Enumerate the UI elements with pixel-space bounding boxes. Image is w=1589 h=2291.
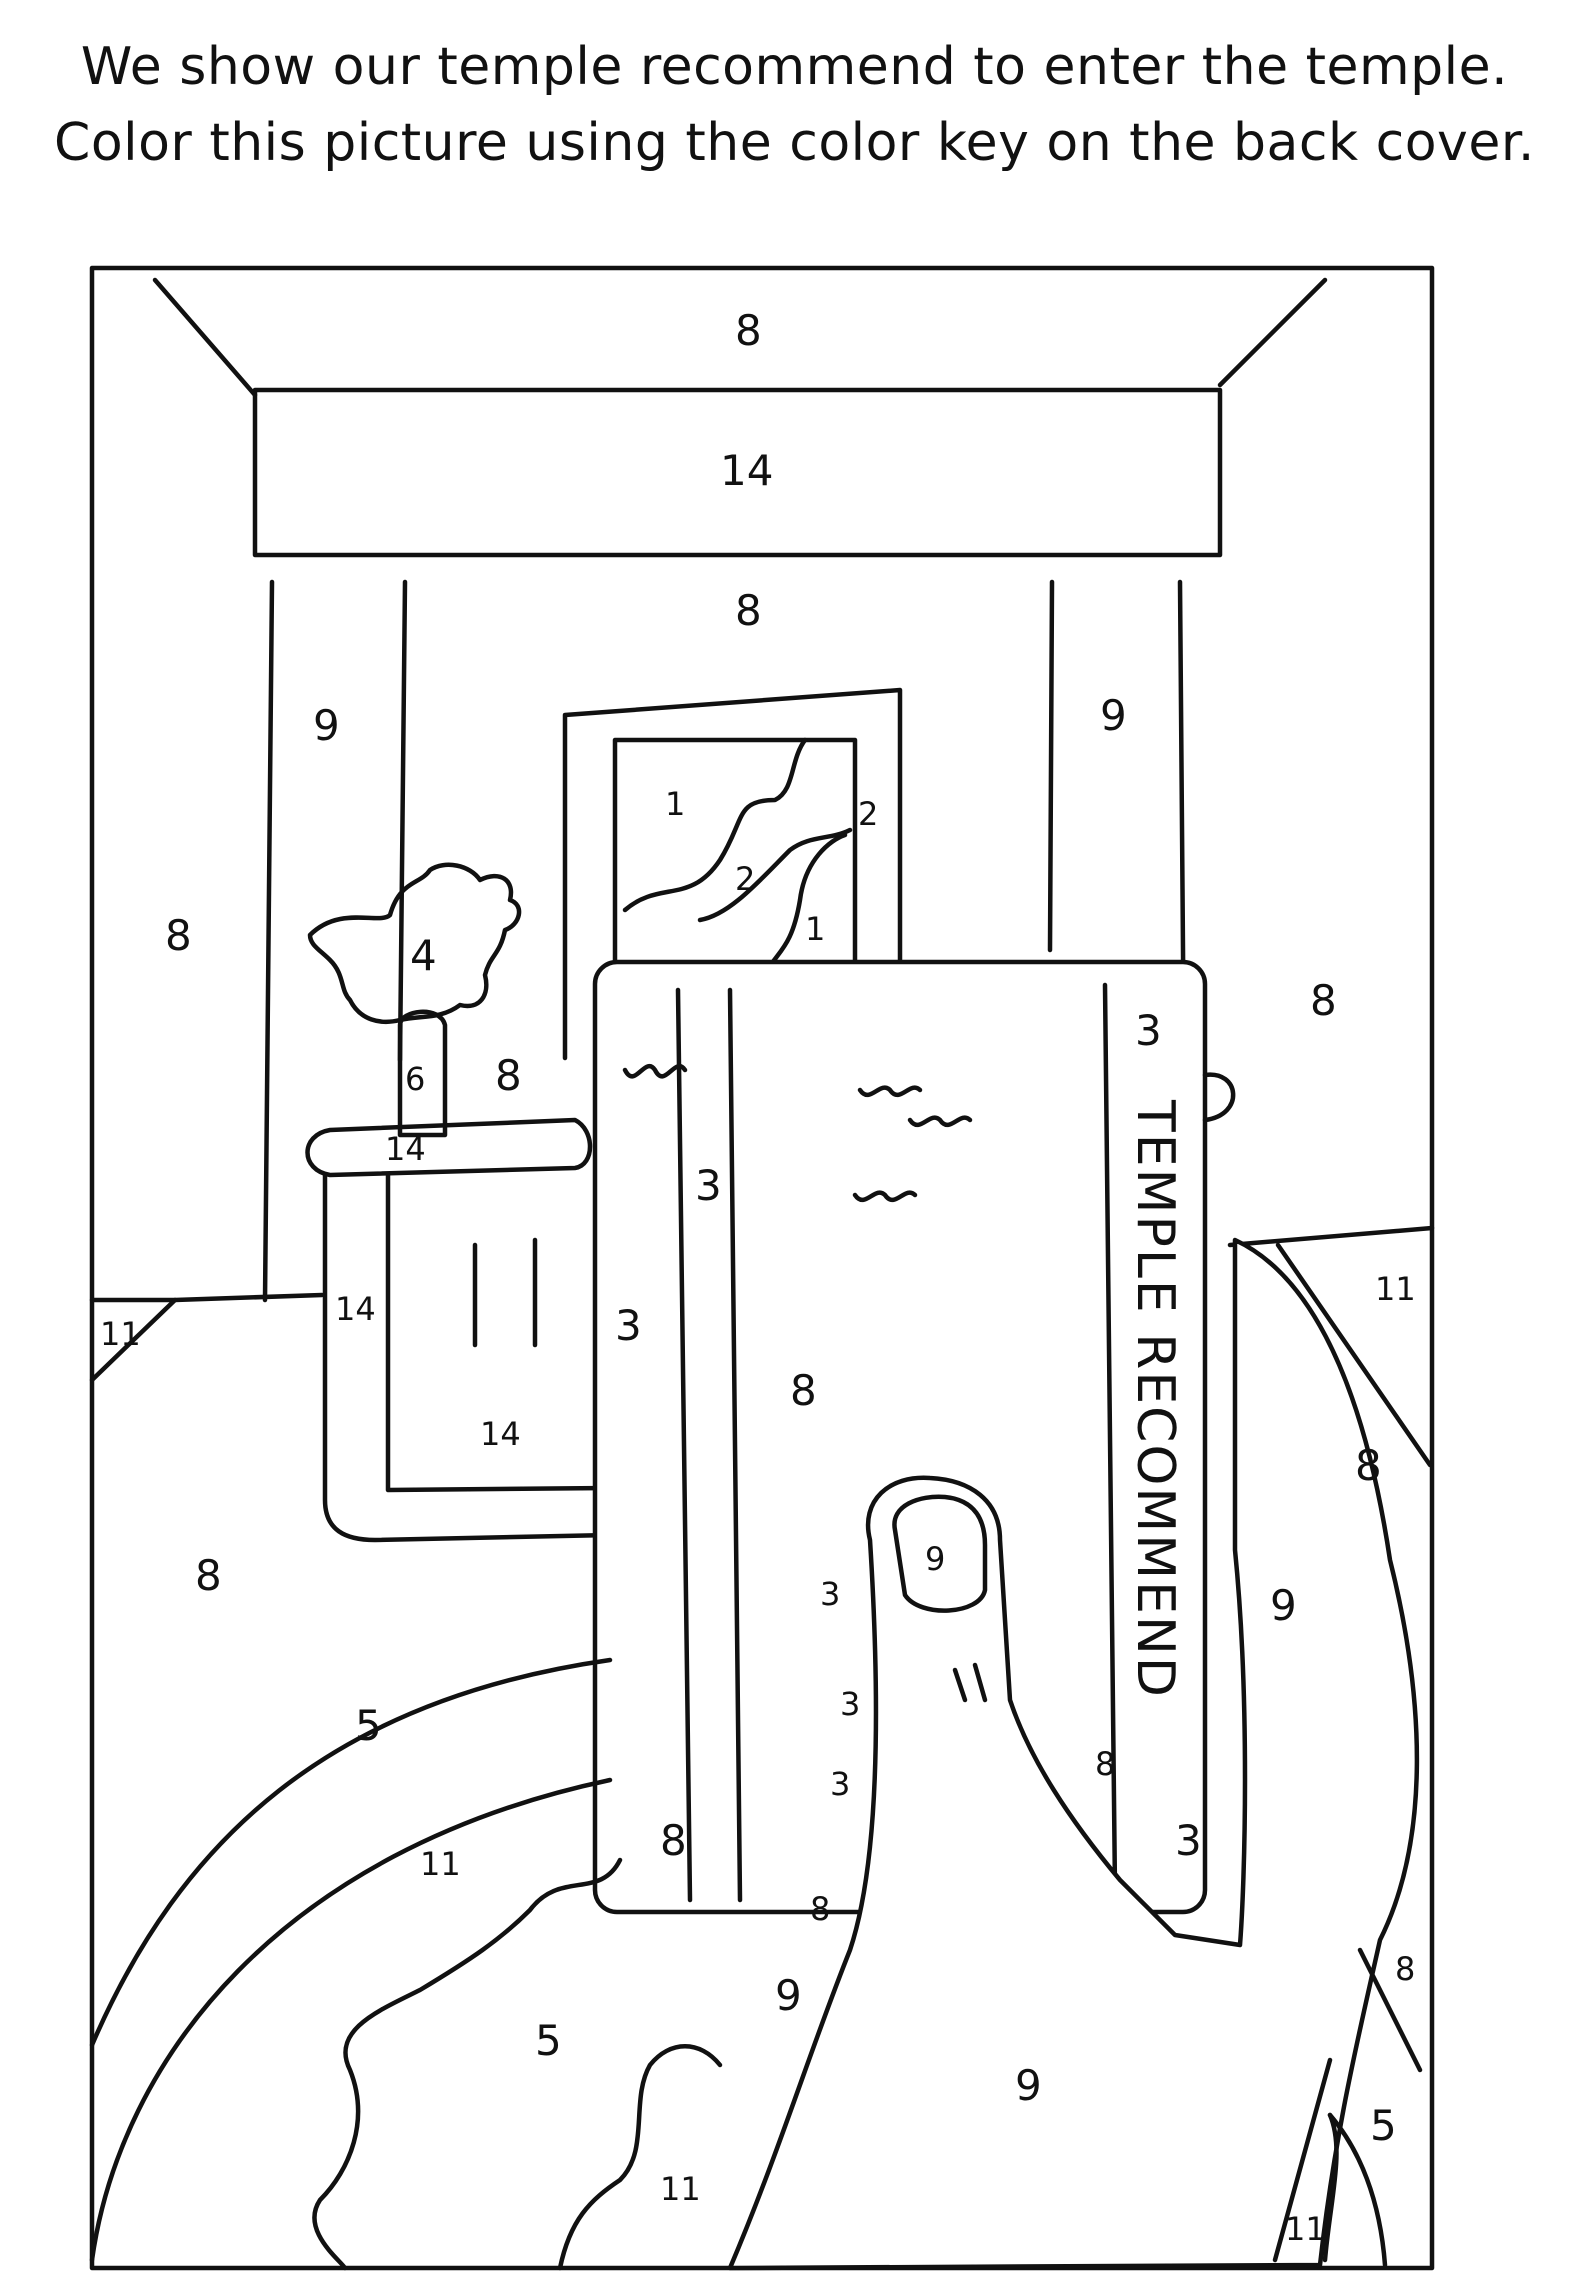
rug-pattern <box>312 1857 623 2271</box>
num-8-card-bottom: 8 <box>810 1890 830 1928</box>
num-8-corner: 8 <box>1395 1950 1415 1988</box>
table-top <box>305 1117 593 1178</box>
num-8-behind: 8 <box>495 1051 522 1100</box>
num-9-wrist: 9 <box>775 1971 802 2020</box>
card-scribble-a <box>622 1064 688 1079</box>
card-stripe-1 <box>675 987 693 1903</box>
num-9-thumbnail: 9 <box>925 1540 945 1578</box>
num-3-card-top: 3 <box>1135 1006 1162 1055</box>
num-2-window-b: 2 <box>735 860 755 898</box>
num-2-window: 2 <box>858 795 878 833</box>
num-5-corner: 5 <box>1370 2101 1397 2150</box>
num-5-bottom: 5 <box>535 2016 562 2065</box>
num-3-fold-b: 3 <box>840 1685 860 1723</box>
num-14-table-bottom: 14 <box>480 1415 521 1453</box>
thumbnail <box>892 1494 988 1613</box>
num-1-window: 1 <box>665 785 685 823</box>
window-frame <box>562 687 903 1061</box>
num-14-table-top: 14 <box>385 1130 426 1168</box>
num-14-lintel: 14 <box>720 446 773 495</box>
num-11-bottom: 11 <box>660 2170 701 2208</box>
num-6-pot: 6 <box>405 1060 425 1098</box>
plant-pot <box>397 1009 448 1138</box>
table-drawer <box>385 1172 613 1493</box>
num-8-right-wall: 8 <box>1310 976 1337 1025</box>
left-column-inner <box>397 579 408 1063</box>
floor-line-right <box>1227 1225 1435 1248</box>
card-scribble-d <box>852 1190 918 1203</box>
num-14-table-side: 14 <box>335 1290 376 1328</box>
rug-edge-inner <box>89 1777 613 2263</box>
floor-diag-right <box>1275 1242 1433 1468</box>
ceiling-line-right <box>1217 277 1328 388</box>
rug-edge-outer <box>89 1657 613 2048</box>
rug-pattern-2 <box>557 2044 723 2271</box>
floor-corner-right <box>1327 2112 1388 2268</box>
window-tree <box>622 737 808 913</box>
plant-leaves <box>307 862 522 1025</box>
floor-diag-bottom-right <box>1272 2057 1333 2263</box>
ceiling-line-left <box>152 277 258 398</box>
card-stripe-2 <box>727 987 743 1903</box>
hand <box>727 1237 1420 2271</box>
num-8-card-bottom-left: 8 <box>660 1816 687 1865</box>
right-column-inner <box>1047 579 1055 953</box>
num-3-card-bottom: 3 <box>1175 1816 1202 1865</box>
num-9-right-column: 9 <box>1100 691 1127 740</box>
num-3-card-left: 3 <box>615 1301 642 1350</box>
card-clip <box>1202 1072 1236 1123</box>
num-8-hand-right: 8 <box>1355 1441 1382 1490</box>
left-column-outer <box>262 579 275 1303</box>
num-3-fold-c: 3 <box>830 1765 850 1803</box>
card-scribble-b <box>857 1085 923 1098</box>
card-scribble-c <box>907 1115 973 1128</box>
floor-line-left <box>89 1292 325 1303</box>
num-8-card-mid: 8 <box>790 1366 817 1415</box>
num-11-left: 11 <box>420 1845 461 1883</box>
num-9-left-column: 9 <box>313 701 340 750</box>
num-8-left-wall: 8 <box>165 911 192 960</box>
num-5-left: 5 <box>355 1701 382 1750</box>
card-title: TEMPLE RECOMMEND <box>1125 1099 1185 1699</box>
num-11-desk: 11 <box>100 1315 141 1353</box>
num-8-lintel: 8 <box>735 586 762 635</box>
num-11-floor-right: 11 <box>1375 1270 1416 1308</box>
num-9-hand-side: 9 <box>1270 1581 1297 1630</box>
num-8-top: 8 <box>735 306 762 355</box>
card-stripe-3 <box>1102 982 1118 1893</box>
caption-line-2: Color this picture using the color key o… <box>54 113 1535 173</box>
palm-line <box>1357 1947 1423 2073</box>
num-4-plant: 4 <box>410 931 437 980</box>
num-3-card-stripe: 3 <box>695 1161 722 1210</box>
knuckle-line-2 <box>972 1662 988 1703</box>
window-tree-3 <box>697 827 853 923</box>
num-3-fold-a: 3 <box>820 1575 840 1613</box>
wrist-line <box>1322 2112 1339 2263</box>
knuckle-line-1 <box>952 1667 968 1703</box>
num-8-card-thumb: 8 <box>1095 1745 1115 1783</box>
lintel-beam <box>252 387 1223 558</box>
num-11-corner: 11 <box>1285 2210 1326 2248</box>
caption-line-1: We show our temple recommend to enter th… <box>80 37 1509 97</box>
table-body <box>322 1172 613 1543</box>
num-9-palm: 9 <box>1015 2061 1042 2110</box>
num-8-left-floor: 8 <box>195 1551 222 1600</box>
floor-diag-left <box>89 1297 178 1383</box>
num-1-window-b: 1 <box>805 910 825 948</box>
